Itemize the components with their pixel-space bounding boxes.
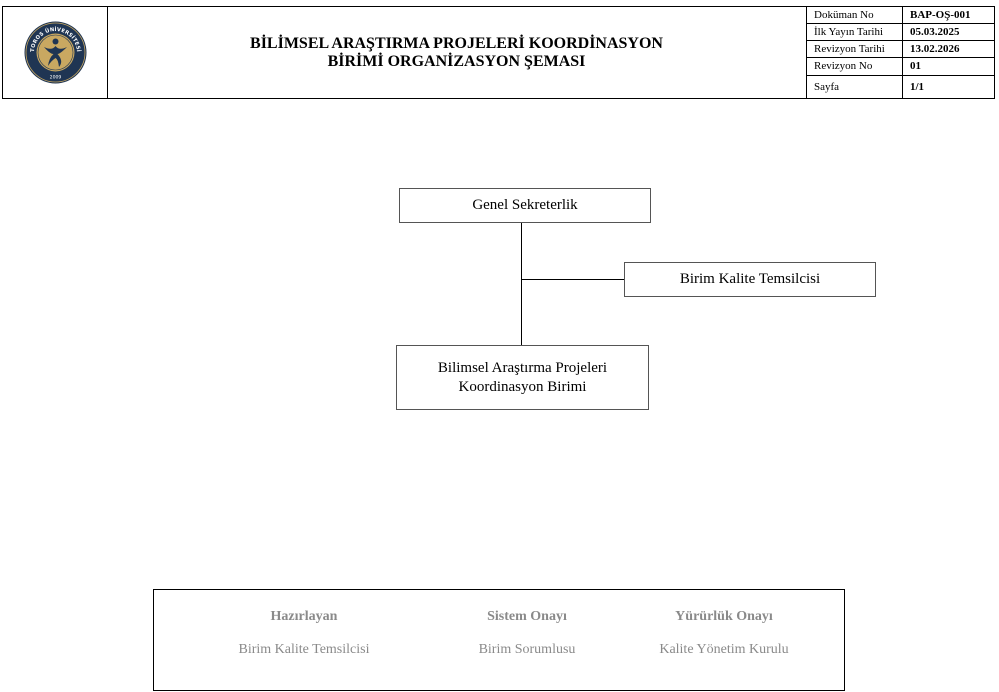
title-line-1: BİLİMSEL ARAŞTIRMA PROJELERİ KOORDİNASYO… — [250, 34, 663, 52]
org-node-label-line-2: Koordinasyon Birimi — [458, 378, 587, 395]
info-value: BAP-OŞ-001 — [910, 9, 971, 21]
info-label: Doküman No — [814, 9, 874, 21]
approval-heading: Sistem Onayı — [487, 609, 567, 624]
info-value: 01 — [910, 60, 921, 72]
approval-value: Birim Kalite Temsilcisi — [238, 642, 370, 657]
document-header: TOROS ÜNİVERSİTESİ 2009 BİLİMSEL ARAŞTIR… — [2, 6, 995, 99]
org-node-genel-sekreterlik: Genel Sekreterlik — [399, 188, 651, 223]
org-node-label: Genel Sekreterlik — [472, 197, 578, 213]
info-row: Revizyon Tarihi 13.02.2026 — [807, 41, 995, 58]
info-row: Doküman No BAP-OŞ-001 — [807, 7, 995, 24]
info-row: İlk Yayın Tarihi 05.03.2025 — [807, 24, 995, 41]
org-node-birim-kalite-temsilcisi: Birim Kalite Temsilcisi — [624, 262, 876, 297]
connector-vertical — [521, 222, 522, 346]
connector-horizontal — [522, 279, 624, 280]
info-label: İlk Yayın Tarihi — [814, 26, 884, 38]
info-label: Revizyon No — [814, 60, 873, 72]
org-node-label: Birim Kalite Temsilcisi — [679, 271, 821, 287]
info-row: Sayfa 1/1 — [807, 76, 995, 98]
logo-year: 2009 — [50, 75, 62, 81]
document-info-table: Doküman No BAP-OŞ-001 İlk Yayın Tarihi 0… — [806, 7, 995, 98]
approval-heading: Hazırlayan — [270, 609, 338, 624]
info-label: Revizyon Tarihi — [814, 43, 885, 55]
university-seal-icon: TOROS ÜNİVERSİTESİ 2009 — [24, 21, 87, 84]
org-node-label-line-1: Bilimsel Araştırma Projeleri — [437, 359, 608, 376]
info-value: 05.03.2025 — [910, 26, 960, 38]
approval-footer: Hazırlayan Birim Kalite Temsilcisi Siste… — [153, 589, 845, 691]
info-label: Sayfa — [814, 81, 840, 93]
approval-value: Kalite Yönetim Kurulu — [659, 642, 789, 657]
approval-heading: Yürürlük Onayı — [675, 609, 773, 624]
info-value: 1/1 — [910, 81, 925, 93]
title-line-2: BİRİMİ ORGANİZASYON ŞEMASI — [327, 52, 586, 70]
logo-cell: TOROS ÜNİVERSİTESİ 2009 — [3, 7, 108, 98]
approval-value: Birim Sorumlusu — [478, 642, 576, 657]
document-title: BİLİMSEL ARAŞTIRMA PROJELERİ KOORDİNASYO… — [107, 7, 806, 98]
org-node-bap-koordinasyon-birimi: Bilimsel Araştırma Projeleri Koordinasyo… — [396, 345, 649, 410]
info-row: Revizyon No 01 — [807, 58, 995, 76]
info-value: 13.02.2026 — [910, 43, 960, 55]
